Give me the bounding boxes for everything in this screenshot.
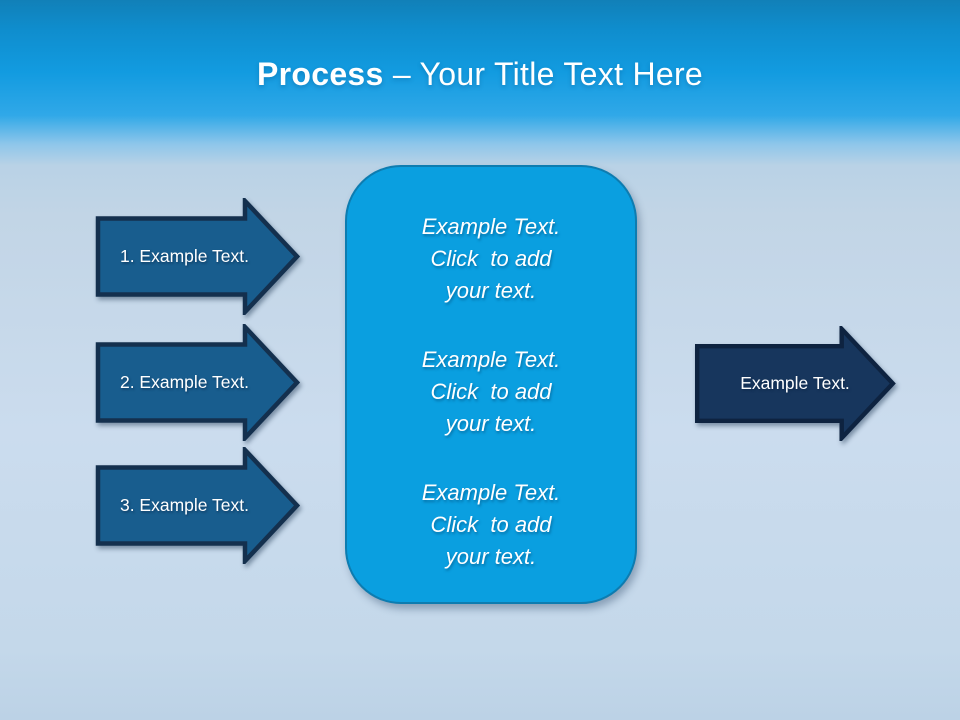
right-arrow-shape-icon [95,447,300,564]
text-line: your text. [445,543,537,569]
right-arrow-shape-icon [95,198,300,315]
process-output-arrow-label: Example Text. [740,373,850,393]
process-output-arrow: Example Text. [694,326,896,441]
text-line: Click to add [430,245,552,271]
text-block-3: Example Text. Click to add your text. [347,477,635,573]
process-arrow-3: 3. Example Text. [95,447,300,564]
text-line: Click to add [430,511,552,537]
text-line: your text. [445,277,537,303]
right-arrow-shape-icon [95,324,300,441]
text-line: your text. [445,410,537,436]
center-text-box: Example Text. Click to add your text. Ex… [345,165,637,604]
text-block-1: Example Text. Click to add your text. [347,211,635,307]
process-arrow-3-label: 3. Example Text. [119,495,250,515]
process-arrow-2-label: 2. Example Text. [119,372,250,392]
slide-title-rest: – Your Title Text Here [383,56,704,92]
process-arrow-1-label: 1. Example Text. [119,246,250,266]
text-line: Example Text. [421,479,561,505]
right-arrow-shape-icon [694,326,896,441]
slide-title: Process – Your Title Text Here [0,56,960,93]
text-block-2: Example Text. Click to add your text. [347,344,635,440]
slide-title-keyword: Process [256,56,384,92]
text-line: Example Text. [421,213,561,239]
text-line: Click to add [430,378,552,404]
process-arrow-1: 1. Example Text. [95,198,300,315]
process-arrow-2: 2. Example Text. [95,324,300,441]
text-line: Example Text. [421,346,561,372]
